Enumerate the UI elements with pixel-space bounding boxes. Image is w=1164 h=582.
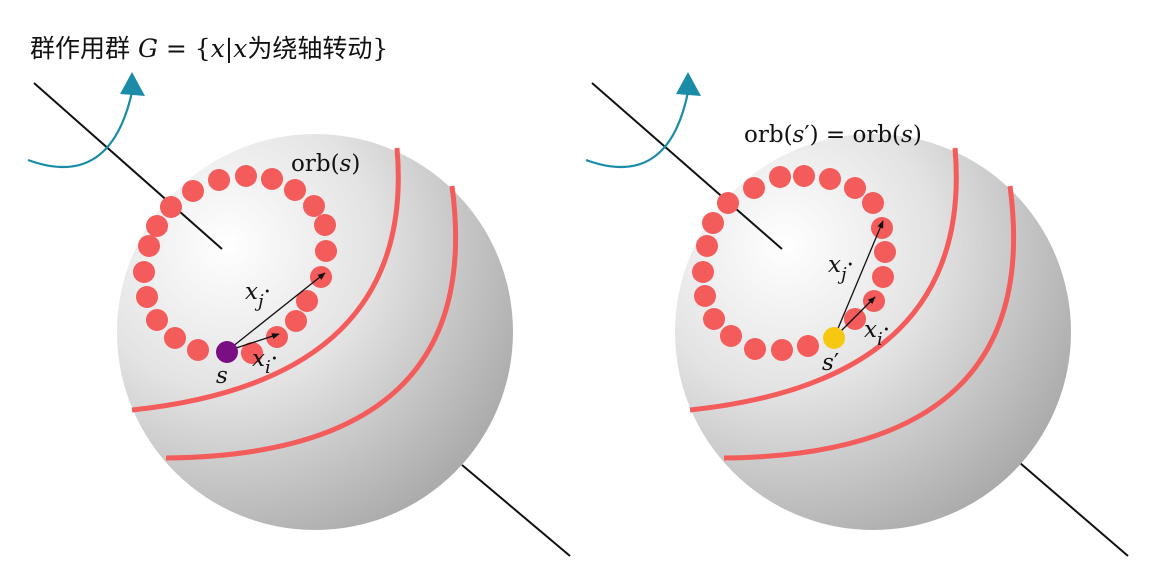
left-orbit-dot xyxy=(187,339,209,361)
right-orbit-dot xyxy=(793,165,815,187)
right-orb-equation: orb(s′) = orb(s) xyxy=(744,122,922,148)
right-orbit-dots xyxy=(692,165,896,361)
right-orbit-dot xyxy=(703,308,725,330)
right-orbit-dot xyxy=(769,166,791,188)
left-orbit-dot xyxy=(241,342,263,364)
left-point-label: s xyxy=(216,363,228,389)
right-orbit-dot xyxy=(871,217,893,239)
right-orbit-dot xyxy=(874,241,896,263)
left-axis-upper xyxy=(33,82,223,250)
right-orbit-dot xyxy=(696,235,718,257)
left-orbit-dot xyxy=(160,196,182,218)
left-orbit-dot xyxy=(235,165,257,187)
left-sphere xyxy=(117,134,513,530)
right-orbit-dot xyxy=(702,212,724,234)
right-orbit-dot xyxy=(744,338,766,360)
right-axis-lower xyxy=(1019,462,1129,557)
right-orbit-dot xyxy=(819,168,841,190)
left-orbit-dot xyxy=(285,310,307,332)
left-orbit-dot xyxy=(303,195,325,217)
left-rotation-arrow-arc xyxy=(27,91,134,169)
left-orbit-dot xyxy=(261,168,283,190)
right-rotation-arrow-arc xyxy=(585,91,690,169)
right-orbit-dot xyxy=(797,335,819,357)
right-axis-upper xyxy=(591,82,783,250)
right-orbit-dot xyxy=(771,339,793,361)
left-xj-label: xj· xyxy=(245,279,271,312)
left-panel: orb(s) s xj· xi· xyxy=(27,72,571,557)
left-arrow-xj xyxy=(226,272,326,352)
right-point-label: s′ xyxy=(822,350,839,376)
right-point-s-prime xyxy=(823,327,845,349)
right-xj-label: xj· xyxy=(828,252,854,285)
right-orbit-dot xyxy=(717,192,739,214)
right-orbit-dot xyxy=(844,308,866,330)
left-orbit-dot xyxy=(315,240,337,262)
left-orbit-arc-2 xyxy=(165,185,459,461)
right-orbit-dot xyxy=(862,192,884,214)
right-orbit-arc-1 xyxy=(689,147,959,413)
left-orbit-dot xyxy=(146,215,168,237)
right-sphere xyxy=(675,134,1071,530)
right-orbit-dot xyxy=(863,290,885,312)
left-orb-label: orb(s) xyxy=(291,151,360,177)
right-orbit-dot xyxy=(844,177,866,199)
left-orbit-dot xyxy=(136,286,158,308)
title: 群作用群 G = {x|x为绕轴转动} xyxy=(30,34,388,64)
left-orbit-dot xyxy=(133,261,155,283)
left-orbit-dot xyxy=(146,309,168,331)
left-orbit-dot xyxy=(182,180,204,202)
left-rotation-arrow-head xyxy=(120,72,145,96)
right-orbit-dot xyxy=(743,177,765,199)
left-orbit-dot xyxy=(138,235,160,257)
left-axis-lower xyxy=(461,464,571,557)
left-orbit-dot xyxy=(164,327,186,349)
left-orbit-dot xyxy=(208,169,230,191)
right-xi-label: xi· xyxy=(864,317,890,350)
right-orbit-dot xyxy=(872,266,894,288)
left-orbit-dot xyxy=(284,179,306,201)
right-arrow-xj xyxy=(833,220,884,339)
left-orbit-dots xyxy=(133,165,337,364)
right-orbit-arc-2 xyxy=(723,185,1017,461)
left-orbit-dot xyxy=(296,290,318,312)
left-orbit-dot xyxy=(314,214,336,236)
right-panel: orb(s′) = orb(s) s′ xj· xi· xyxy=(585,72,1129,557)
right-orbit-dot xyxy=(692,261,714,283)
right-rotation-arrow-head xyxy=(676,72,701,96)
left-orbit-arc-1 xyxy=(131,147,401,413)
right-orbit-dot xyxy=(720,325,742,347)
left-point-s xyxy=(216,341,238,363)
right-orbit-dot xyxy=(694,285,716,307)
left-xi-label: xi· xyxy=(252,346,278,378)
